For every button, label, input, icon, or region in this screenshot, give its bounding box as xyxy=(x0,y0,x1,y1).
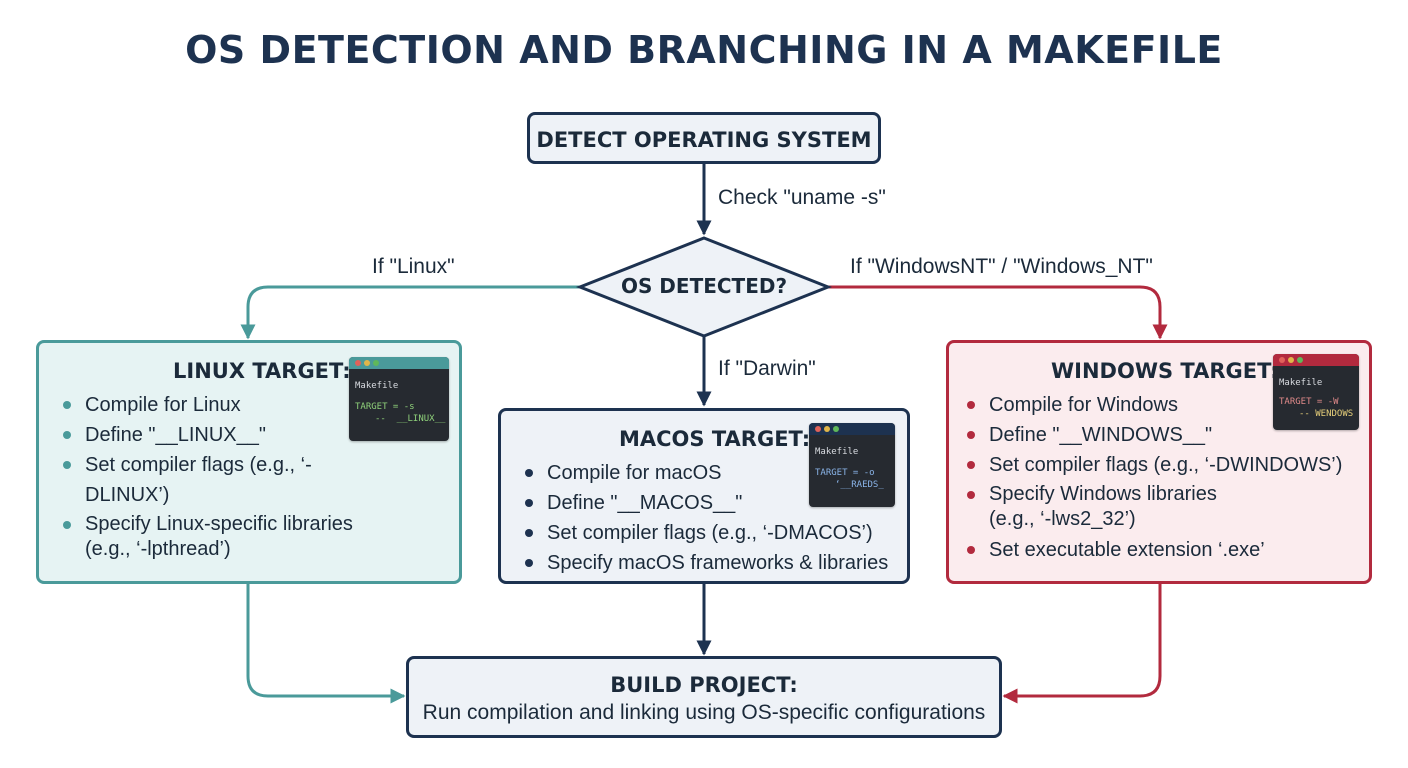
list-item: Set compiler flags (e.g., ‘-DWINDOWS’) xyxy=(963,450,1343,480)
list-item: Define "__MACOS__" xyxy=(521,488,901,518)
list-item: Specify Linux-specific libraries (e.g., … xyxy=(59,512,385,562)
build-project-subtitle: Run compilation and linking using OS-spe… xyxy=(422,701,986,724)
makefile-snippet-macos: Makefile TARGET = -o ‘__RAEDS_ xyxy=(809,423,895,507)
branch-windows-label: If "WindowsNT" / "Windows_NT" xyxy=(850,255,1153,278)
list-item: Define "__WINDOWS__" xyxy=(963,420,1343,450)
list-item: Specify macOS frameworks & libraries xyxy=(521,548,901,578)
list-item: Set compiler flags (e.g., ‘-DMACOS’) xyxy=(521,518,901,548)
build-project-title: BUILD PROJECT: xyxy=(610,673,798,697)
windows-target-list: Compile for Windows Define "__WINDOWS__"… xyxy=(963,390,1343,565)
arrow-decision-to-linux xyxy=(240,285,580,340)
windows-target-title: WINDOWS TARGET: xyxy=(1051,359,1279,383)
decision-diamond xyxy=(575,236,833,338)
list-item: Set executable extension ‘.exe’ xyxy=(963,535,1343,565)
check-uname-label: Check "uname -s" xyxy=(718,186,886,209)
makefile-snippet-linux: Makefile TARGET = -s -- __LINUX__ xyxy=(349,357,449,441)
macos-target-list: Compile for macOS Define "__MACOS__" Set… xyxy=(521,458,901,578)
windows-target-box: WINDOWS TARGET: Compile for Windows Defi… xyxy=(946,340,1372,584)
makefile-snippet-windows: Makefile TARGET = -W -- WENDOWS xyxy=(1273,354,1359,430)
linux-target-list: Compile for Linux Define "__LINUX__" Set… xyxy=(59,390,379,565)
detect-os-label: DETECT OPERATING SYSTEM xyxy=(536,128,872,152)
macos-target-title: MACOS TARGET: xyxy=(619,427,811,451)
arrow-decision-to-windows xyxy=(828,285,1168,340)
decision-label: OS DETECTED? xyxy=(620,274,788,298)
list-item: Specify Windows libraries (e.g., ‘-lws2_… xyxy=(963,482,1259,532)
arrow-linux-to-build xyxy=(246,584,406,704)
list-item: Define "__LINUX__" xyxy=(59,420,379,450)
list-item: Set compiler flags (e.g., ‘-DLINUX’) xyxy=(59,450,379,510)
diagram-title: OS DETECTION AND BRANCHING IN A MAKEFILE xyxy=(185,28,1223,72)
list-item: Compile for Windows xyxy=(963,390,1343,420)
macos-target-box: MACOS TARGET: Compile for macOS Define "… xyxy=(498,408,910,584)
list-item: Compile for macOS xyxy=(521,458,901,488)
branch-linux-label: If "Linux" xyxy=(372,255,455,278)
linux-target-box: LINUX TARGET: Compile for Linux Define "… xyxy=(36,340,462,584)
list-item: Compile for Linux xyxy=(59,390,379,420)
branch-darwin-label: If "Darwin" xyxy=(718,357,816,380)
arrow-windows-to-build xyxy=(1002,584,1162,704)
linux-target-title: LINUX TARGET: xyxy=(173,359,351,383)
build-project-box: BUILD PROJECT: Run compilation and linki… xyxy=(406,656,1002,738)
detect-os-box: DETECT OPERATING SYSTEM xyxy=(527,112,881,164)
